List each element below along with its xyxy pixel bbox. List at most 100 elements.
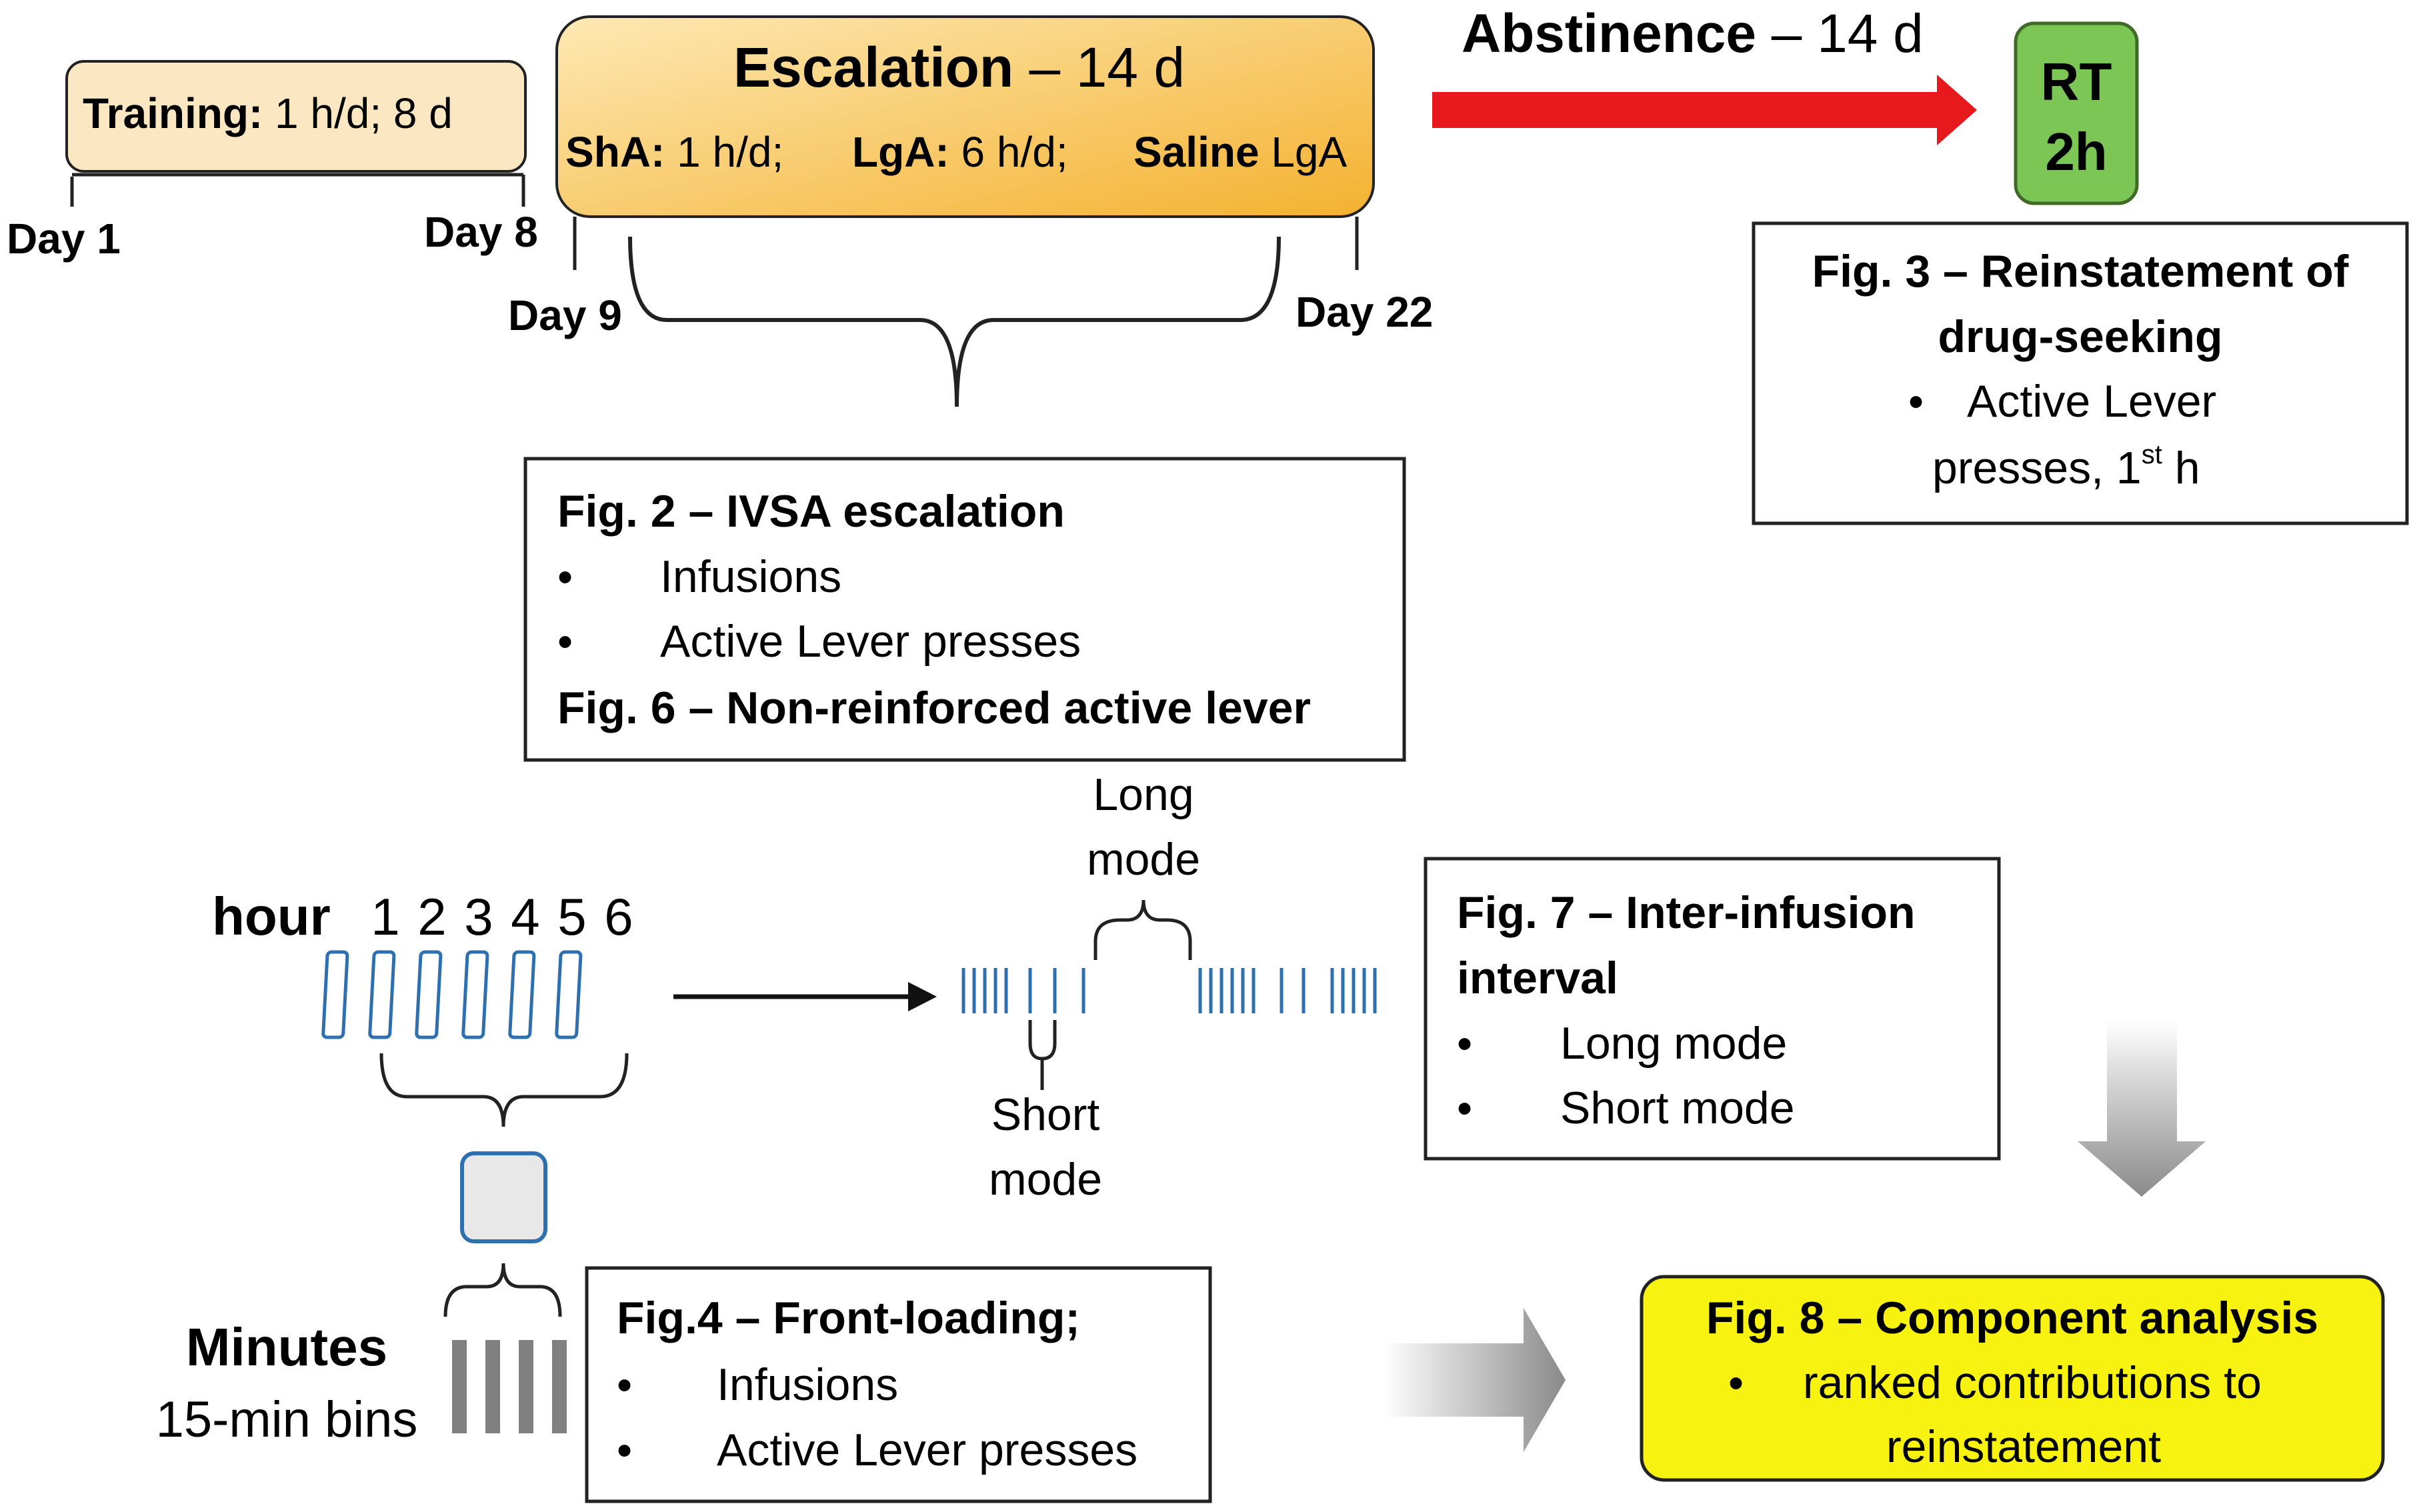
fig3-box: Fig. 3 – Reinstatement of drug-seeking •… [1752,221,2409,525]
infusion-timeline [961,968,1377,1013]
saline-label: Saline [1133,128,1260,176]
minute-bin [452,1340,467,1433]
fig4-box: Fig.4 – Front-loading; • Infusions • Act… [585,1266,1212,1503]
fig7-box: Fig. 7 – Inter-infusion interval • Long … [1424,857,2001,1161]
escalation-brace [628,236,1281,407]
fig7-title-line2: interval [1457,953,1618,1003]
minute-bin [519,1340,533,1433]
minutes-brace [443,1263,562,1317]
fig8-item-line2: reinstatement [1886,1421,2161,1472]
hour-bin [321,950,349,1039]
rt-box [2014,21,2139,205]
svg-text:LgA: 6 h/d;: LgA: 6 h/d; [852,128,1068,176]
long-mode-label-line2: mode [1087,834,1200,885]
long-mode-bracket [1093,899,1192,960]
fig7-bullet-2: • [1457,1083,1472,1133]
fig7-item-short-mode: Short mode [1560,1083,1795,1133]
escalation-phase: Escalation – 14 d ShA: 1 h/d; LgA: 6 h/d… [555,15,1375,218]
day-1-label: Day 1 [7,215,121,263]
minutes-label: Minutes [186,1317,387,1377]
fig2-title: Fig. 2 – IVSA escalation [557,486,1065,537]
fig7-title-line1: Fig. 7 – Inter-infusion [1457,887,1916,938]
hour-bin [368,950,396,1039]
fig3-item-line2: presses, 1 [1932,443,2142,493]
day-22-label: Day 22 [1296,288,1433,336]
minute-bin [552,1340,567,1433]
fig8-box: Fig. 8 – Component analysis • ranked con… [1640,1275,2385,1482]
minute-bin [485,1340,500,1433]
escalation-duration: – 14 d [1013,36,1185,99]
hour-number: 3 [464,887,493,946]
escalation-timeline [573,217,1359,407]
sha-label: ShA: [565,128,665,176]
training-detail: 1 h/d; 8 d [263,89,453,137]
svg-text:ShA: 1 h/d;: ShA: 1 h/d; [565,128,783,176]
fig8-title: Fig. 8 – Component analysis [1706,1293,2318,1343]
fig2-box: Fig. 2 – IVSA escalation • Infusions • A… [523,457,1406,762]
training-label: Training: [83,89,263,137]
hours-to-intervals-arrow [673,982,937,1011]
fig2-item-active-lever: Active Lever presses [660,616,1081,667]
short-mode-label-line2: mode [989,1154,1102,1205]
saline-detail: LgA [1260,128,1348,176]
fig4-item-infusions: Infusions [717,1359,898,1410]
day-8-label: Day 8 [424,208,538,256]
abstinence-arrow [1432,75,1977,145]
day-9-label: Day 9 [508,291,622,339]
svg-text:Abstinence – 14 d: Abstinence – 14 d [1462,3,1924,64]
fig3-title-line1: Fig. 3 – Reinstatement of [1812,246,2349,297]
lga-label: LgA: [852,128,949,176]
gray-right-arrow [1384,1308,1566,1452]
svg-text:Saline LgA: Saline LgA [1133,128,1348,176]
fig3-title-line2: drug-seeking [1938,311,2223,362]
training-timeline [70,173,525,207]
minute-bins [452,1340,567,1433]
fig3-item-superscript: st [2142,440,2162,469]
fig4-item-active-lever: Active Lever presses [717,1425,1137,1475]
fig2-item-infusions: Infusions [660,551,841,602]
svg-text:presses, 1st h: presses, 1st h [1932,440,2200,493]
fig4-bullet-2: • [617,1425,632,1475]
fig4-bullet-1: • [617,1360,632,1409]
hour-number: 5 [557,887,586,946]
sha-detail: 1 h/d; [665,128,783,176]
fig7-bullet-1: • [1457,1019,1472,1068]
rt-label: RT [2041,52,2112,111]
long-mode-label-line1: Long [1093,769,1193,820]
hour-number: 6 [604,887,633,946]
hour-number: 1 [371,887,399,946]
escalation-box [555,15,1375,218]
abstinence-label: Abstinence [1462,3,1756,64]
minutes-sub-label: 15-min bins [156,1391,418,1448]
training-box [65,60,527,173]
fig3-item-line2-end: h [2162,443,2200,493]
single-hour-box [460,1151,547,1243]
fig6-title: Fig. 6 – Non-reinforced active lever [557,683,1311,733]
hours-brace [379,1053,629,1127]
fig3-item-line1: Active Lever [1967,376,2216,427]
rt-duration: 2h [2045,122,2107,181]
fig2-bullet-2: • [557,617,573,666]
short-mode-bracket [1028,1020,1057,1090]
abstinence-duration: – 14 d [1756,3,1924,64]
fig8-item-line1: ranked contributions to [1803,1357,2262,1408]
hour-bin [415,950,443,1039]
escalation-title: Escalation [733,36,1013,99]
gray-down-arrow [2078,1020,2206,1197]
hour-bin [461,950,489,1039]
hour-label: hour [212,887,331,946]
fig3-bullet: • [1908,377,1924,426]
fig7-item-long-mode: Long mode [1560,1018,1787,1069]
short-mode-label-line1: Short [991,1089,1100,1140]
fig4-title: Fig.4 – Front-loading; [617,1293,1080,1343]
fig2-bullet-1: • [557,552,573,601]
svg-text:Training: 1 h/d; 8 d: Training: 1 h/d; 8 d [83,89,453,137]
lga-detail: 6 h/d; [949,128,1068,176]
hour-numbers: 1 2 3 4 5 6 [371,887,633,946]
fig8-bullet: • [1728,1358,1744,1407]
hour-number: 4 [511,887,539,946]
hour-bin [508,950,536,1039]
training-phase: Training: 1 h/d; 8 d [65,60,527,173]
rt-phase: RT 2h [2014,21,2139,205]
